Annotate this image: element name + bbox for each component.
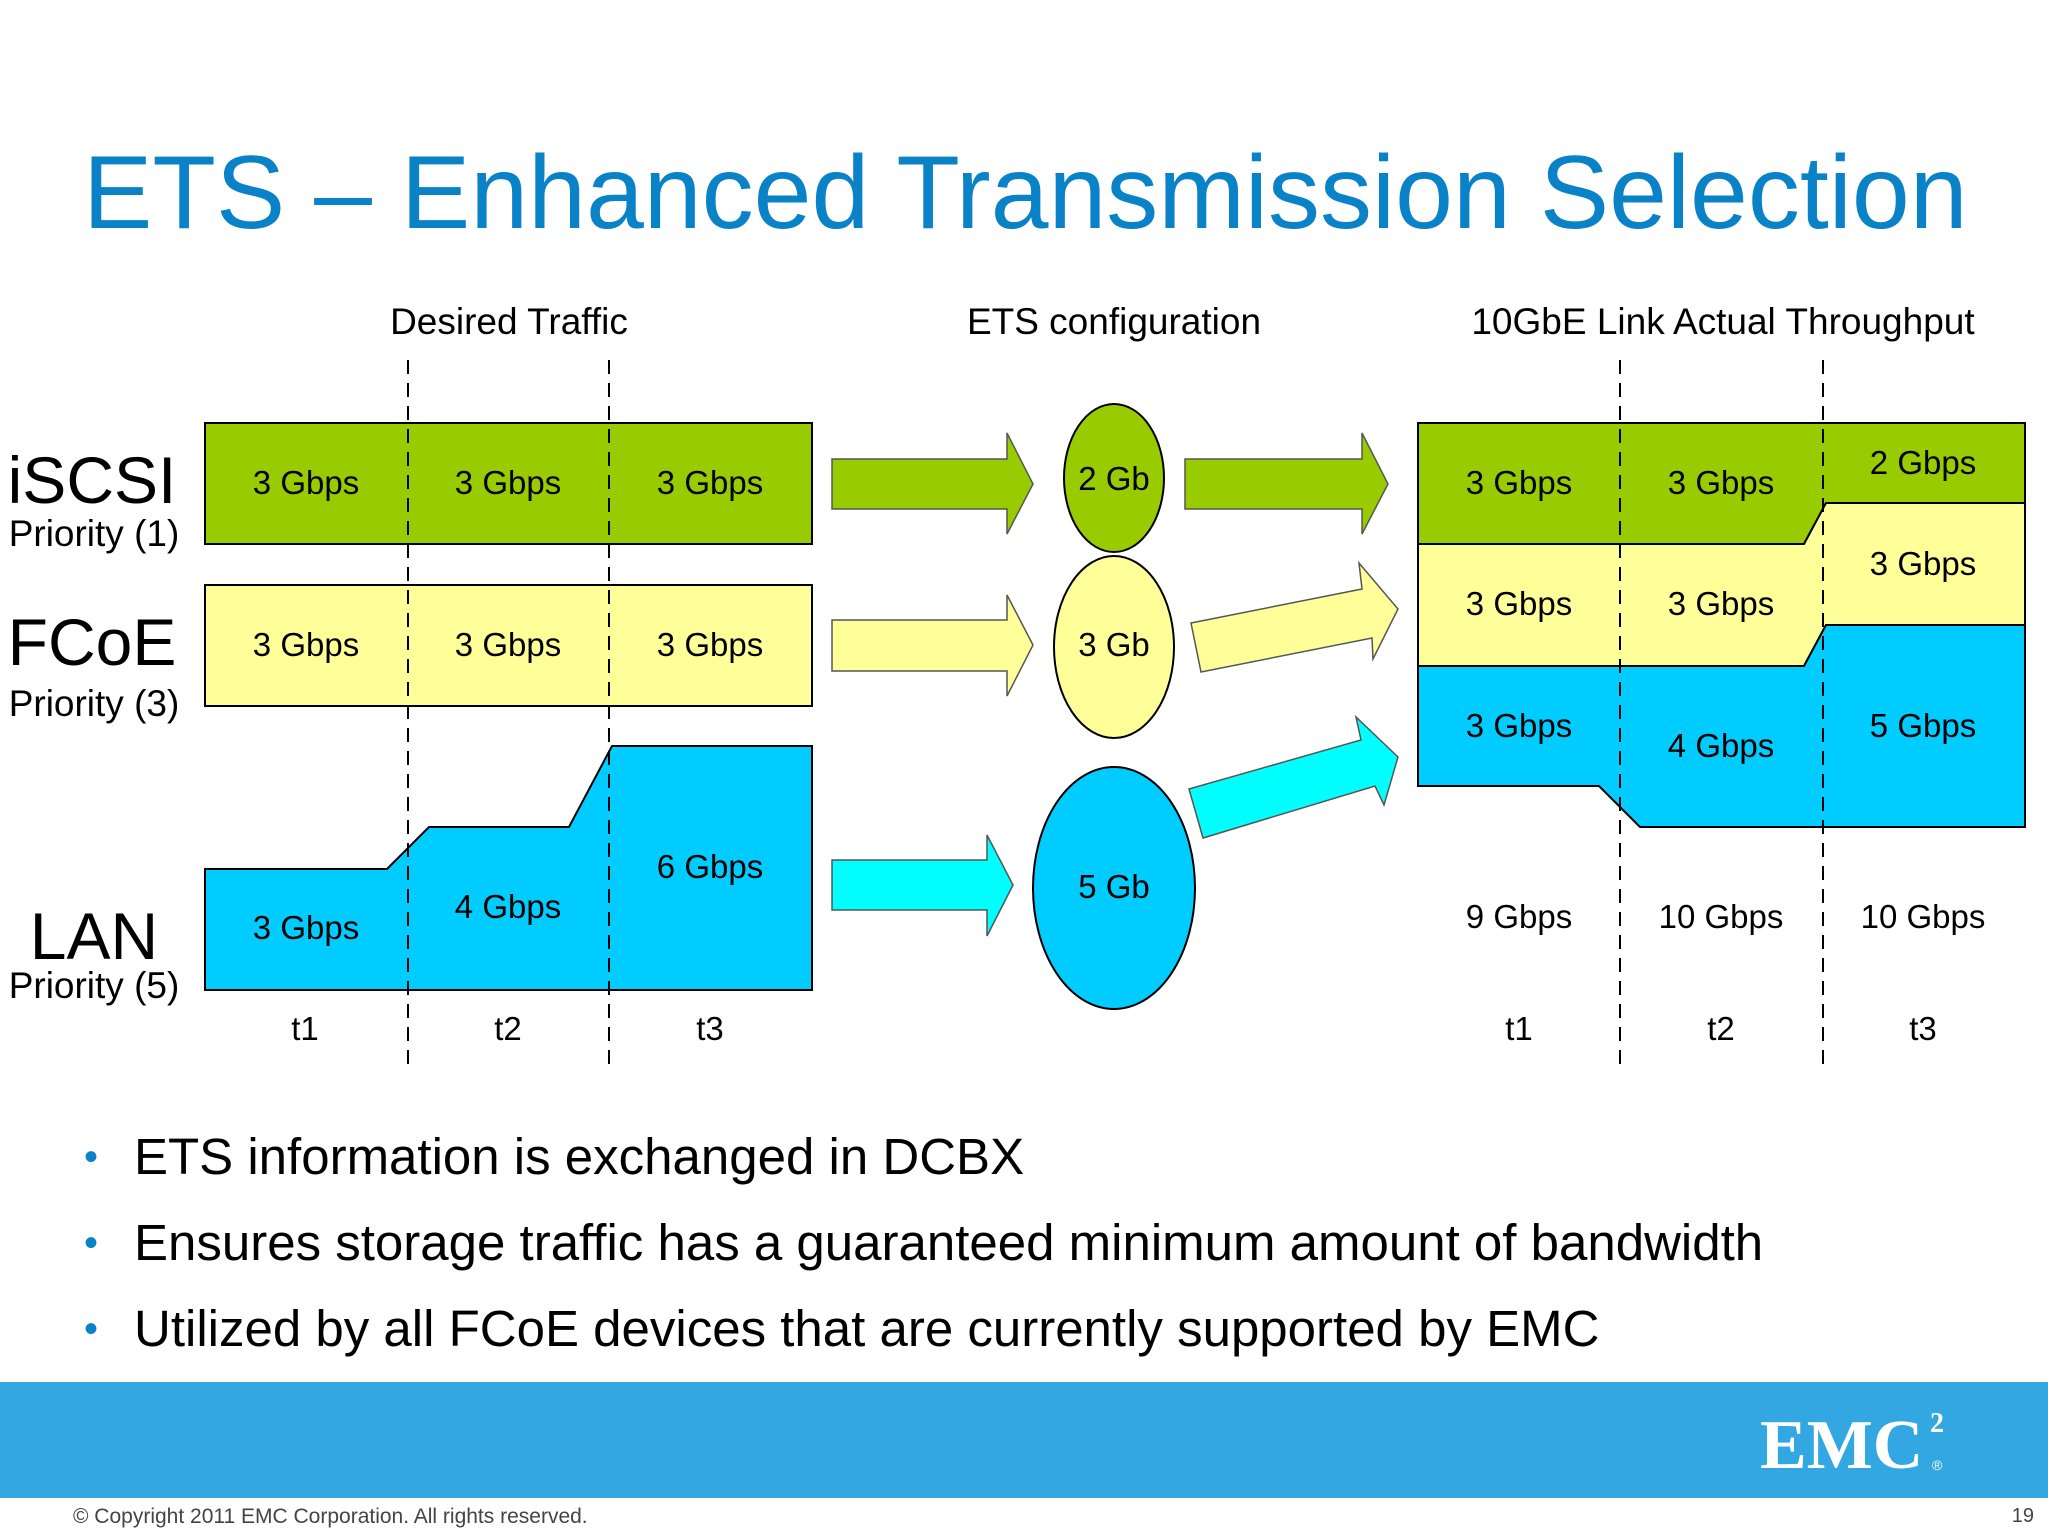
desired-lan-t1: 3 Gbps — [253, 909, 359, 946]
slide-title: ETS – Enhanced Transmission Selection — [83, 135, 1968, 251]
actual-fcoe-t2: 3 Gbps — [1668, 585, 1774, 622]
desired-lan-t2: 4 Gbps — [455, 888, 561, 925]
class-label-fcoe: FCoE — [8, 605, 177, 679]
page-number: 19 — [2011, 1505, 2034, 1527]
priority-label-iscsi: Priority (1) — [9, 513, 180, 554]
emc-logo: EMC 2 ® — [1760, 1407, 1944, 1482]
bullet-dot-icon: • — [84, 1307, 99, 1351]
class-label-lan: LAN — [30, 899, 158, 973]
actual-lan-t2: 4 Gbps — [1668, 727, 1774, 764]
arrow-iscsi-to-actual — [1184, 432, 1389, 535]
ets-value-iscsi: 2 Gb — [1078, 460, 1150, 497]
actual-lan-band — [1417, 624, 2026, 828]
arrow-lan-to-ets — [831, 834, 1014, 937]
actual-iscsi-t1: 3 Gbps — [1466, 464, 1572, 501]
desired-iscsi-t3: 3 Gbps — [657, 464, 763, 501]
bullet-item: • Utilized by all FCoE devices that are c… — [84, 1294, 1763, 1380]
ets-ellipse-iscsi — [1063, 403, 1165, 553]
bullet-item: • Ensures storage traffic has a guarantee… — [84, 1208, 1763, 1294]
actual-lan-t3: 5 Gbps — [1870, 707, 1976, 744]
actual-fcoe-t3: 3 Gbps — [1870, 545, 1976, 582]
svg-text:®: ® — [1932, 1457, 1943, 1473]
actual-iscsi-t3: 2 Gbps — [1870, 444, 1976, 481]
actual-total-t1: 9 Gbps — [1466, 898, 1572, 935]
arrow-fcoe-to-actual — [1190, 560, 1399, 673]
actual-time-t2: t2 — [1707, 1010, 1735, 1047]
desired-iscsi-t1: 3 Gbps — [253, 464, 359, 501]
desired-iscsi-band — [204, 422, 813, 545]
actual-total-t2: 10 Gbps — [1659, 898, 1784, 935]
bullet-text: Ensures storage traffic has a guaranteed… — [134, 1214, 1764, 1271]
section-title-desired: Desired Traffic — [390, 301, 628, 342]
svg-text:2: 2 — [1930, 1408, 1944, 1439]
desired-time-t3: t3 — [696, 1010, 724, 1047]
ets-ellipse-fcoe — [1053, 555, 1175, 739]
section-title-actual: 10GbE Link Actual Throughput — [1471, 301, 1975, 342]
desired-time-t2: t2 — [494, 1010, 522, 1047]
actual-time-t1: t1 — [1505, 1010, 1533, 1047]
ets-value-fcoe: 3 Gb — [1078, 626, 1150, 663]
desired-fcoe-t2: 3 Gbps — [455, 626, 561, 663]
actual-iscsi-t2: 3 Gbps — [1668, 464, 1774, 501]
section-title-ets: ETS configuration — [967, 301, 1261, 342]
footer-band: EMC 2 ® — [0, 1382, 2048, 1498]
desired-fcoe-t3: 3 Gbps — [657, 626, 763, 663]
priority-label-fcoe: Priority (3) — [9, 683, 180, 724]
arrow-iscsi-to-ets — [831, 432, 1034, 535]
desired-time-t1: t1 — [291, 1010, 319, 1047]
svg-text:EMC: EMC — [1760, 1407, 1923, 1482]
ets-ellipse-lan — [1032, 766, 1196, 1010]
bullet-text: Utilized by all FCoE devices that are cu… — [134, 1300, 1600, 1357]
bullet-item: • ETS information is exchanged in DCBX — [84, 1122, 1763, 1208]
desired-fcoe-t1: 3 Gbps — [253, 626, 359, 663]
priority-label-lan: Priority (5) — [9, 965, 180, 1006]
actual-lan-t1: 3 Gbps — [1466, 707, 1572, 744]
arrow-lan-to-actual — [1188, 714, 1399, 839]
class-label-iscsi: iSCSI — [8, 443, 177, 517]
bullet-text: ETS information is exchanged in DCBX — [134, 1128, 1025, 1185]
actual-time-t3: t3 — [1909, 1010, 1937, 1047]
actual-fcoe-t1: 3 Gbps — [1466, 585, 1572, 622]
arrow-fcoe-to-ets — [831, 594, 1034, 697]
ets-value-lan: 5 Gb — [1078, 868, 1150, 905]
bullet-dot-icon: • — [84, 1135, 99, 1179]
copyright-text: © Copyright 2011 EMC Corporation. All ri… — [73, 1505, 588, 1528]
desired-iscsi-t2: 3 Gbps — [455, 464, 561, 501]
actual-total-t3: 10 Gbps — [1861, 898, 1986, 935]
desired-fcoe-band — [204, 584, 813, 707]
bullet-list: • ETS information is exchanged in DCBX • E… — [84, 1122, 1763, 1380]
bullet-dot-icon: • — [84, 1221, 99, 1265]
desired-lan-t3: 6 Gbps — [657, 848, 763, 885]
